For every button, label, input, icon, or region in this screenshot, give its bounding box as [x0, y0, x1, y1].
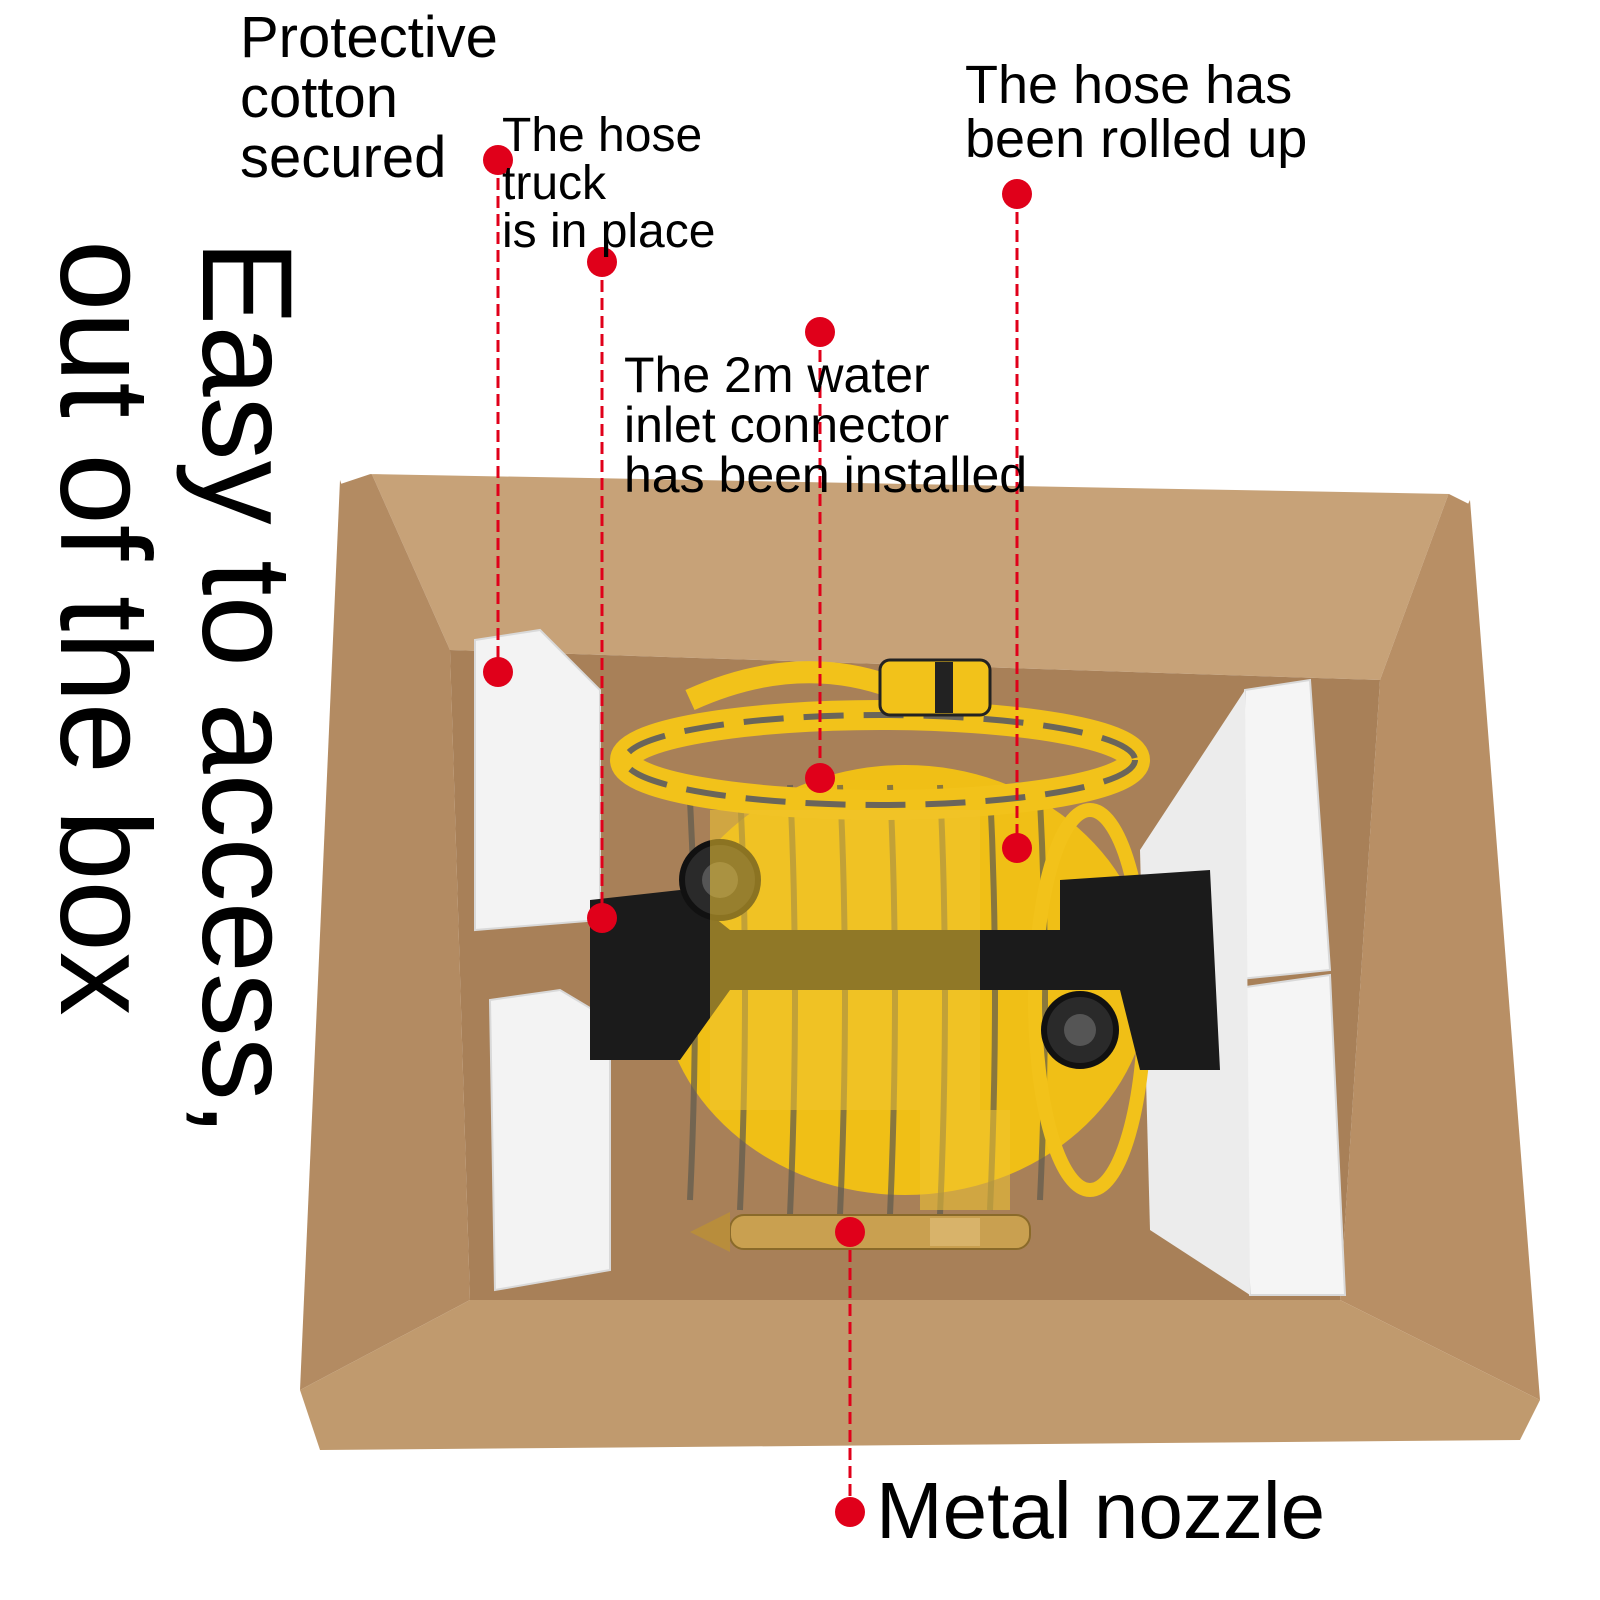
headline-easy-access: Easy to access,: [175, 240, 318, 1137]
leader-lines: [496, 160, 1019, 1512]
label-protective-cotton: Protective cotton secured: [240, 5, 498, 190]
marker-dot: [805, 317, 835, 347]
marker-dot: [835, 1497, 865, 1527]
label-water-inlet-connector: The 2m water inlet connector has been in…: [624, 347, 1028, 503]
marker-dot: [587, 247, 617, 277]
marker-dot: [1002, 833, 1032, 863]
marker-dot: [1002, 179, 1032, 209]
box-right-flap: [1340, 490, 1540, 1400]
foam-left-bottom: [488, 988, 611, 1292]
markers: [483, 145, 1032, 1527]
label-metal-nozzle: Metal nozzle: [876, 1466, 1326, 1555]
marker-dot: [805, 763, 835, 793]
foam-padding: [474, 628, 1347, 1296]
label-hose-truck: The hose truck is in place: [502, 109, 716, 258]
hose-reel: [590, 658, 1220, 1216]
headline-out-of-box: out of the box: [33, 240, 176, 1016]
marker-dot: [587, 903, 617, 933]
metal-nozzle: [690, 1212, 1031, 1252]
foam-left-top: [474, 628, 601, 932]
label-hose-rolled-up: The hose has been rolled up: [965, 55, 1308, 169]
marker-dot: [483, 657, 513, 687]
marker-dot: [483, 145, 513, 175]
box-back-wall: [370, 470, 1450, 680]
box-front-flap: [300, 1300, 1540, 1450]
box-left-flap: [300, 470, 470, 1390]
marker-dot: [835, 1217, 865, 1247]
